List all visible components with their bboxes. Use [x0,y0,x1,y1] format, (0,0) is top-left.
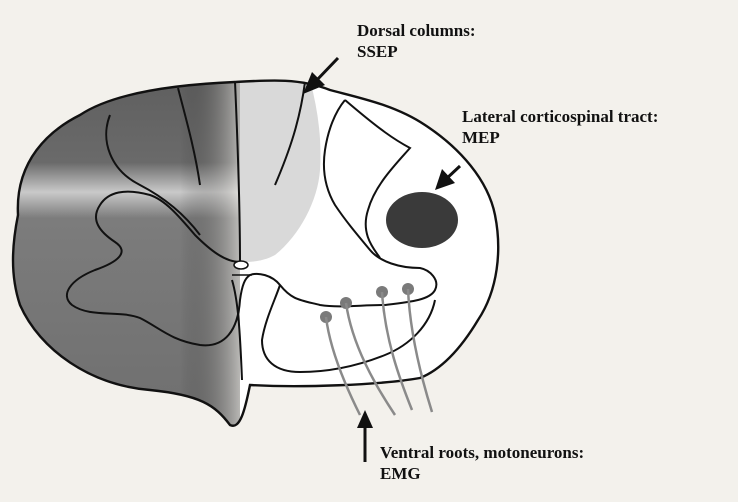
label-ventral-line2: EMG [380,463,584,484]
label-dorsal-line2: SSEP [357,41,476,62]
lateral-corticospinal-tract [386,192,458,248]
arrow-ventral-roots [357,410,373,462]
label-lateral-line2: MEP [462,127,658,148]
label-ventral-roots: Ventral roots, motoneurons: EMG [380,442,584,484]
label-dorsal-columns: Dorsal columns: SSEP [357,20,476,62]
label-lateral-line1: Lateral corticospinal tract: [462,106,658,127]
label-lateral-corticospinal: Lateral corticospinal tract: MEP [462,106,658,148]
label-dorsal-line1: Dorsal columns: [357,20,476,41]
label-ventral-line1: Ventral roots, motoneurons: [380,442,584,463]
central-canal [234,261,248,269]
